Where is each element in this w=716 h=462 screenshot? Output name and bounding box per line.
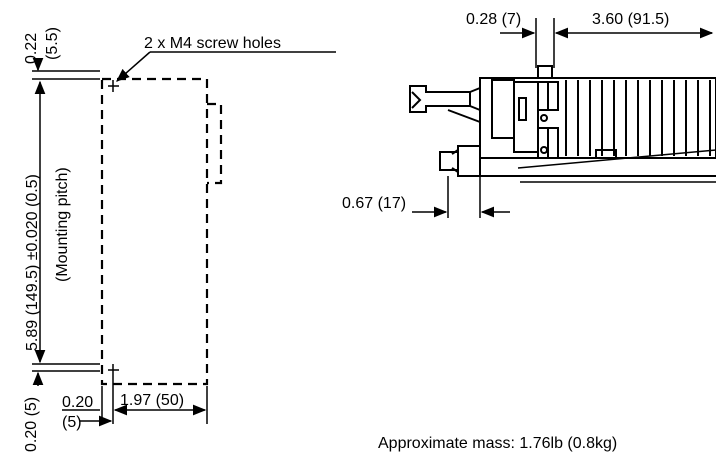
heatsink-fins bbox=[565, 80, 711, 156]
connector-dim-label: 0.67 (17) bbox=[342, 195, 406, 212]
mounting-pitch-note: (Mounting pitch) bbox=[54, 167, 71, 282]
length-dim-label: 3.60 (91.5) bbox=[592, 11, 669, 28]
mounting-outline bbox=[100, 77, 209, 386]
width-label: 1.97 (50) bbox=[120, 392, 184, 409]
bottom-offset-label: 0.20 (5) bbox=[23, 397, 40, 452]
small-dim-label: 0.28 (7) bbox=[466, 11, 521, 28]
side-protrusion-outline bbox=[207, 102, 223, 185]
hole-inset-label: 0.20 bbox=[62, 394, 93, 411]
screw-hole-bottom bbox=[108, 364, 119, 376]
top-offset-mm-label: (5.5) bbox=[44, 27, 61, 60]
top-offset-label: 0.22 bbox=[23, 33, 40, 64]
hole-inset-mm-label: (5) bbox=[62, 414, 82, 431]
screw-hole-top bbox=[108, 80, 119, 92]
screw-note: 2 x M4 screw holes bbox=[144, 35, 281, 52]
mounting-pitch-label: 5.89 (149.5) ±0.020 (0.5) bbox=[24, 174, 41, 351]
right-side-view: 0.28 (7) 3.60 (91.5) bbox=[342, 11, 716, 218]
mass-note: Approximate mass: 1.76lb (0.8kg) bbox=[378, 435, 617, 452]
left-outline-view: 2 x M4 screw holes 0.22 (5.5) 5.89 (149.… bbox=[23, 27, 336, 452]
